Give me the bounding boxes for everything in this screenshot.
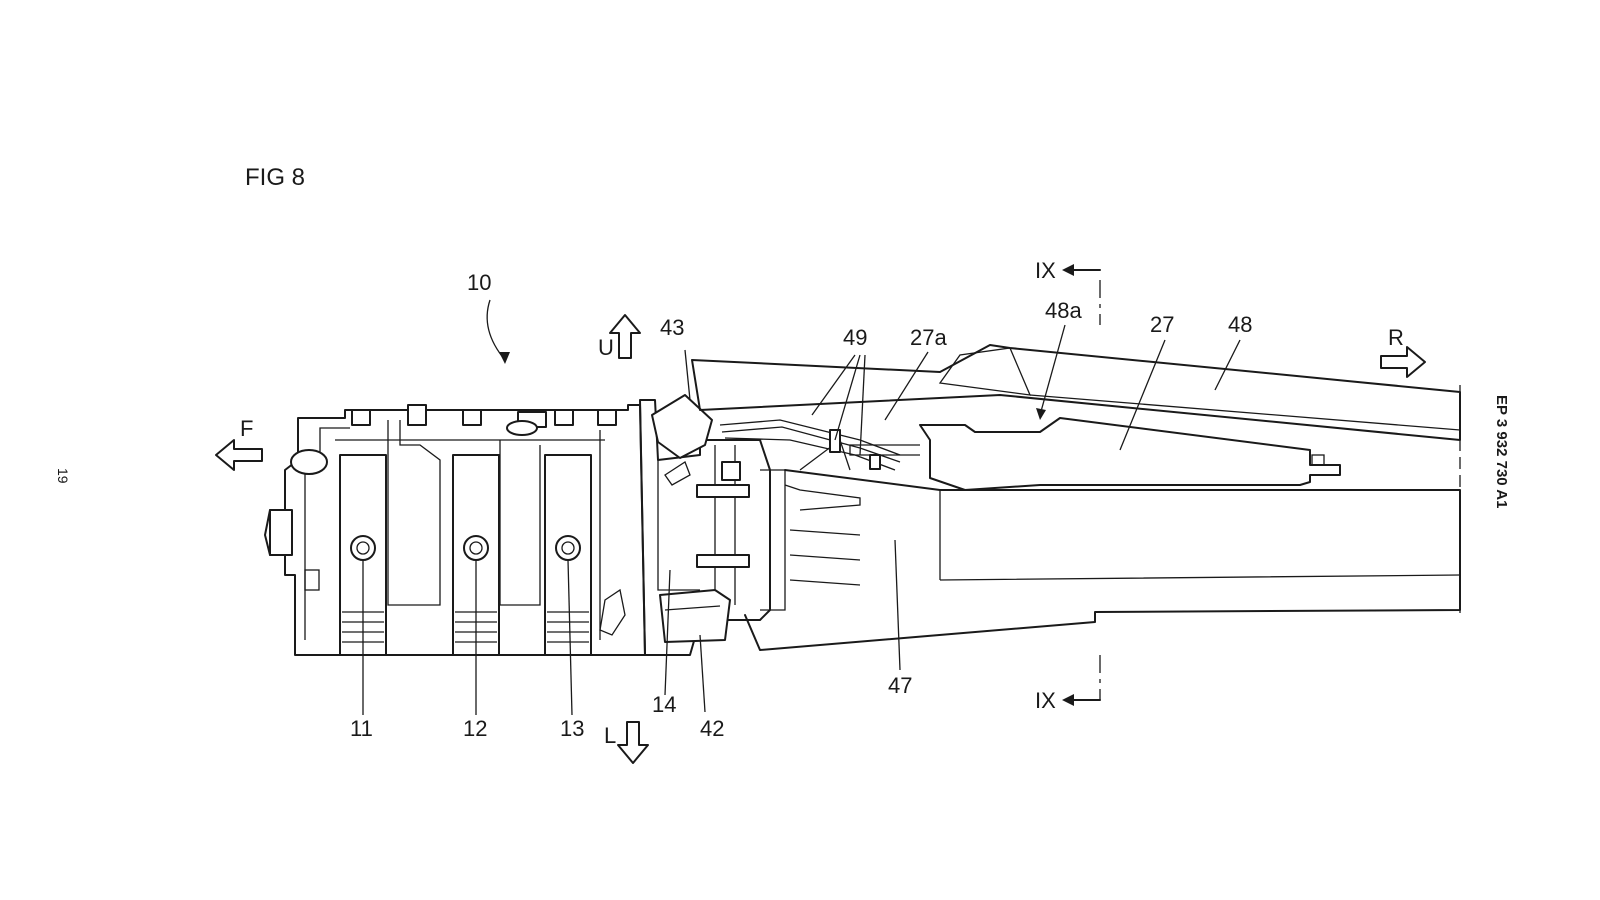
page-number: 19 [55, 468, 71, 484]
section-label-top: IX [1035, 258, 1056, 283]
direction-arrow-rear [1380, 346, 1426, 378]
label-27: 27 [1150, 312, 1174, 337]
label-13: 13 [560, 716, 584, 741]
label-42: 42 [700, 716, 724, 741]
label-14: 14 [652, 692, 676, 717]
transmission-housing [639, 394, 786, 656]
section-line-ix [1062, 264, 1101, 706]
engine-block [264, 404, 646, 656]
rear-section [691, 344, 1461, 651]
direction-label-down: L [604, 723, 616, 748]
direction-label-rear: R [1388, 325, 1404, 350]
label-27a: 27a [910, 325, 947, 350]
label-10: 10 [467, 270, 491, 295]
label-12: 12 [463, 716, 487, 741]
label-47: 47 [888, 673, 912, 698]
label-48a: 48a [1045, 298, 1082, 323]
figure-title: FIG 8 [245, 164, 305, 191]
label-49: 49 [843, 325, 867, 350]
label-43: 43 [660, 315, 684, 340]
label-11: 11 [350, 716, 373, 741]
publication-number: EP 3 932 730 A1 [1493, 395, 1510, 508]
direction-label-up: U [598, 335, 614, 360]
leader-lines [362, 299, 1241, 716]
section-label-bottom: IX [1035, 688, 1056, 713]
label-48: 48 [1228, 312, 1252, 337]
direction-arrow-down [617, 721, 649, 764]
direction-label-front: F [240, 416, 253, 441]
direction-arrow-front [215, 439, 263, 471]
direction-arrow-up [609, 314, 641, 359]
